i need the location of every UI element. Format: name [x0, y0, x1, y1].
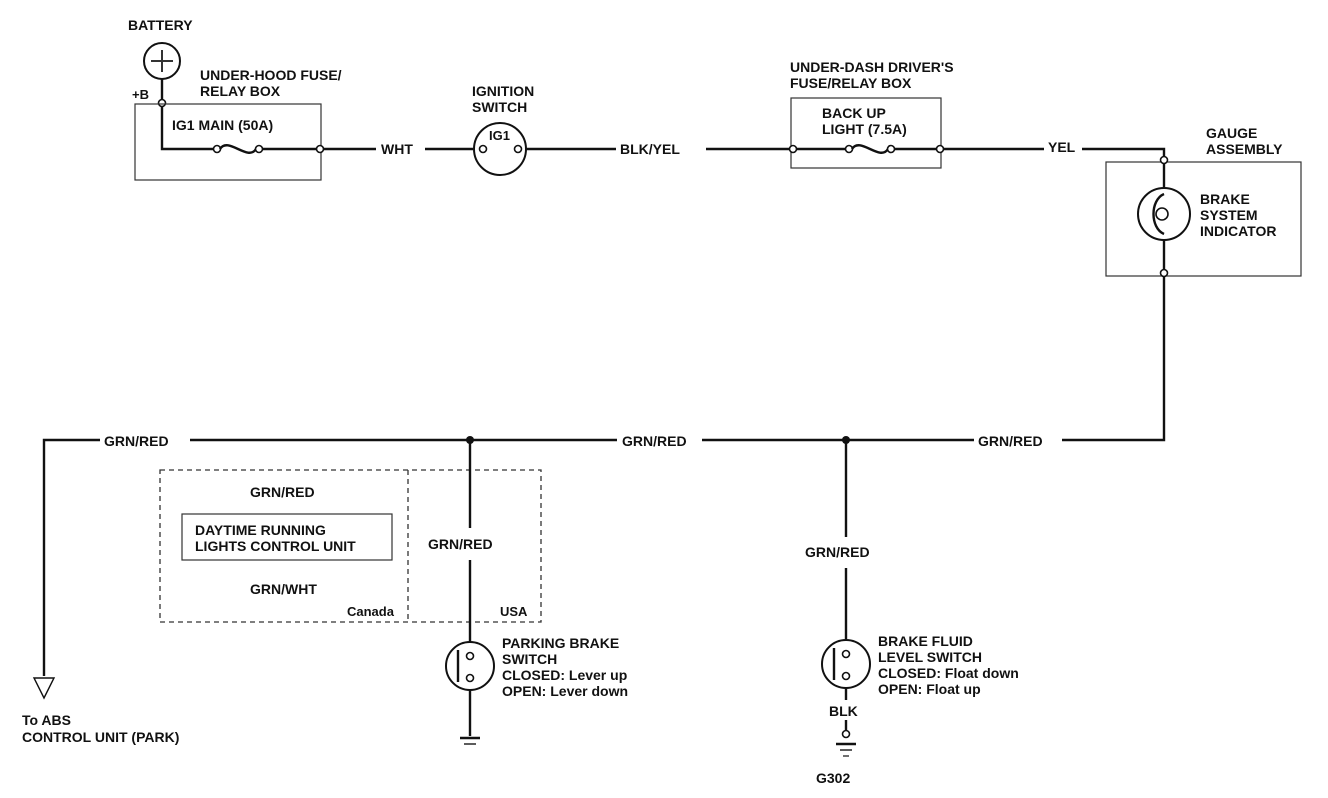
brake-indicator-label-2: SYSTEM: [1200, 207, 1258, 223]
fuse-terminal: [254, 144, 264, 154]
underhood-box-title-2: RELAY BOX: [200, 83, 281, 99]
gauge-assembly-title-1: GAUGE: [1206, 125, 1257, 141]
brake-fluid-level-switch: BRAKE FLUID LEVEL SWITCH CLOSED: Float d…: [821, 633, 1019, 697]
battery: BATTERY +B: [128, 17, 193, 108]
gauge-assembly-title-2: ASSEMBLY: [1206, 141, 1283, 157]
brake-fluid-label-4: OPEN: Float up: [878, 681, 981, 697]
wire-label-grn-red-fluid: GRN/RED: [805, 544, 870, 560]
brake-fluid-label-1: BRAKE FLUID: [878, 633, 973, 649]
ignition-switch-title-1: IGNITION: [472, 83, 534, 99]
backup-light-fuse-icon: [850, 144, 890, 154]
parking-brake-label-1: PARKING BRAKE: [502, 635, 619, 651]
backup-light-fuse-label-2: LIGHT (7.5A): [822, 121, 907, 137]
parking-brake-label-3: CLOSED: Lever up: [502, 667, 627, 683]
ignition-position-label: IG1: [489, 128, 510, 143]
drl-wire-bottom-label: GRN/WHT: [250, 581, 317, 597]
fuse-terminal: [886, 144, 896, 154]
ig1-main-fuse-label: IG1 MAIN (50A): [172, 117, 273, 133]
battery-terminal-label: +B: [132, 87, 149, 102]
underdash-fuse-relay-box: UNDER-DASH DRIVER'S FUSE/RELAY BOX BACK …: [788, 59, 954, 169]
parking-brake-label-4: OPEN: Lever down: [502, 683, 628, 699]
brake-fluid-level-switch-icon: [821, 639, 871, 689]
region-usa-label: USA: [500, 604, 528, 619]
wire-label-grn-red-usa: GRN/RED: [428, 536, 493, 552]
wire-label-grn-red-left: GRN/RED: [104, 433, 169, 449]
connector-arrow-icon: [32, 677, 56, 700]
abs-connector: To ABS CONTROL UNIT (PARK): [22, 677, 179, 745]
wire-label-yel: YEL: [1048, 139, 1076, 155]
ground-icon: [460, 736, 480, 745]
wire-label-blk-yel: BLK/YEL: [620, 141, 680, 157]
drl-region-boxes: GRN/RED DAYTIME RUNNING LIGHTS CONTROL U…: [159, 469, 542, 623]
wire-label-grn-red-mid: GRN/RED: [622, 433, 687, 449]
abs-label-2: CONTROL UNIT (PARK): [22, 729, 179, 745]
brake-indicator-label-3: INDICATOR: [1200, 223, 1276, 239]
ignition-terminal: [478, 144, 488, 154]
fuse-terminal: [844, 144, 854, 154]
underhood-fuse-relay-box: UNDER-HOOD FUSE/ RELAY BOX IG1 MAIN (50A…: [134, 67, 342, 181]
ignition-terminal: [513, 144, 523, 154]
drl-unit-label-2: LIGHTS CONTROL UNIT: [195, 538, 356, 554]
wire-label-wht: WHT: [381, 141, 413, 157]
underdash-box-title-2: FUSE/RELAY BOX: [790, 75, 912, 91]
fuse-terminal: [212, 144, 222, 154]
ground-label-g302: G302: [816, 770, 850, 786]
brake-fluid-label-2: LEVEL SWITCH: [878, 649, 982, 665]
ignition-switch-title-2: SWITCH: [472, 99, 527, 115]
battery-label: BATTERY: [128, 17, 193, 33]
region-canada-label: Canada: [347, 604, 395, 619]
wire-label-grn-red-right: GRN/RED: [978, 433, 1043, 449]
ground-icon: [836, 742, 856, 757]
wire-label-blk: BLK: [829, 703, 858, 719]
parking-brake-switch: PARKING BRAKE SWITCH CLOSED: Lever up OP…: [445, 635, 628, 699]
underdash-box-title-1: UNDER-DASH DRIVER'S: [790, 59, 954, 75]
brake-fluid-label-3: CLOSED: Float down: [878, 665, 1019, 681]
drl-wire-top-label: GRN/RED: [250, 484, 315, 500]
brake-indicator-label-1: BRAKE: [1200, 191, 1250, 207]
drl-unit-label-1: DAYTIME RUNNING: [195, 522, 326, 538]
ignition-switch: IGNITION SWITCH IG1: [472, 83, 534, 176]
backup-light-fuse-label-1: BACK UP: [822, 105, 886, 121]
abs-label-1: To ABS: [22, 712, 71, 728]
underhood-box-title-1: UNDER-HOOD FUSE/: [200, 67, 342, 83]
gauge-assembly: GAUGE ASSEMBLY BRAKE SYSTEM INDICATOR: [1105, 125, 1302, 278]
ig1-main-fuse-icon: [218, 144, 258, 154]
parking-brake-label-2: SWITCH: [502, 651, 557, 667]
parking-brake-switch-icon: [445, 641, 495, 691]
